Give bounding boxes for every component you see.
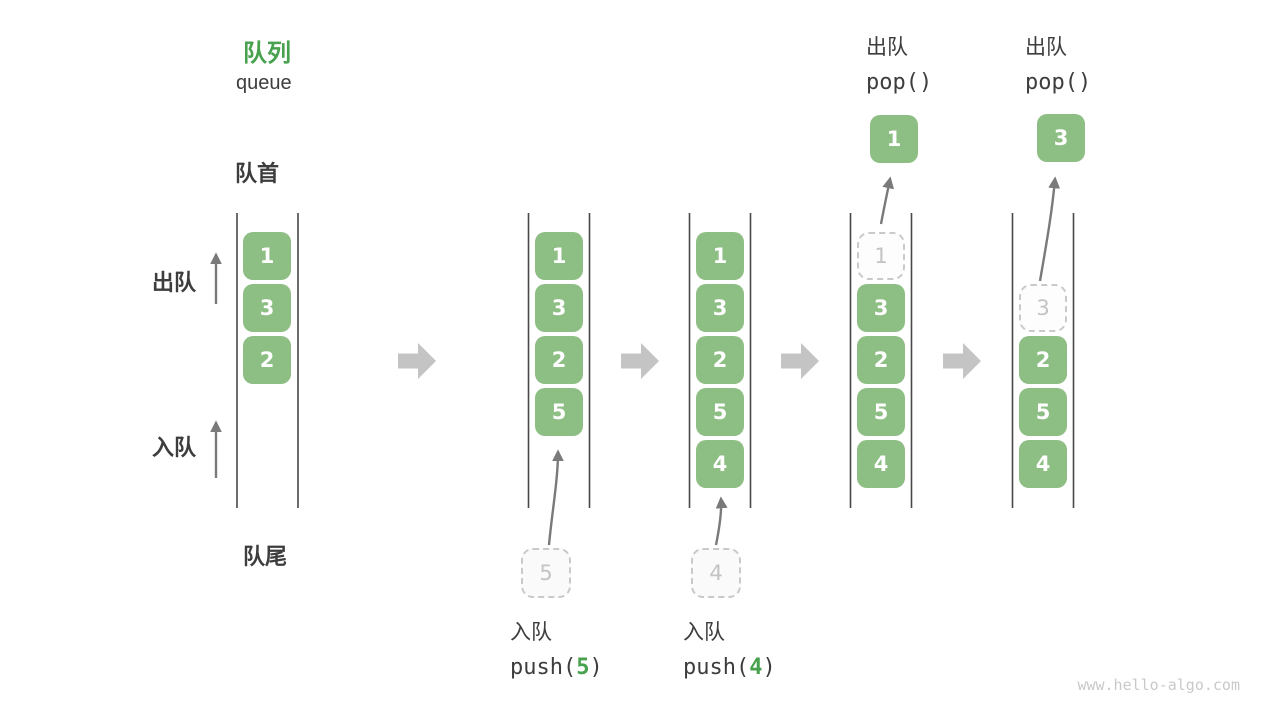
op-name-zh: 出队	[1025, 36, 1067, 59]
op-arg: 4	[749, 655, 763, 680]
label-enqueue-direction: 入队	[152, 435, 197, 460]
op-fn: push(	[683, 655, 750, 680]
enqueue-flow-arrow-icon	[714, 496, 728, 546]
queue-element: 3	[696, 284, 744, 332]
queue-element: 2	[857, 336, 905, 384]
queue-wall-lines	[236, 213, 1075, 508]
op-fn: push(	[510, 655, 577, 680]
dequeue-flow-arrow-icon	[1038, 176, 1061, 282]
step-arrow-right-icon	[621, 343, 659, 379]
queue-element: 4	[696, 440, 744, 488]
label-queue-rear: 队尾	[243, 544, 288, 569]
queue-element: 5	[857, 388, 905, 436]
step-arrow-right-icon	[781, 343, 819, 379]
diagram-title-zh: 队列	[243, 40, 291, 67]
queue-element: 5	[535, 388, 583, 436]
op-name-zh: 入队	[510, 621, 552, 644]
queue-element: 2	[243, 336, 291, 384]
popped-element: 1	[870, 115, 918, 163]
flow-arrows	[210, 176, 1061, 546]
queue-element: 1	[535, 232, 583, 280]
queue-element: 3	[857, 284, 905, 332]
op-label-pop-1: 出队 pop()	[866, 31, 932, 95]
queue-element: 1	[243, 232, 291, 280]
op-close: )	[762, 655, 776, 680]
popped-element: 3	[1037, 114, 1085, 162]
queue-element: 2	[696, 336, 744, 384]
queue-element: 2	[535, 336, 583, 384]
queue-element: 3	[243, 284, 291, 332]
op-arg: 5	[576, 655, 590, 680]
enqueue-flow-arrow-icon	[547, 449, 564, 546]
op-name-zh: 出队	[866, 36, 908, 59]
step-arrow-right-icon	[398, 343, 436, 379]
op-code: push(4)	[683, 655, 776, 680]
queue-element: 4	[857, 440, 905, 488]
queue-element-ghost: 1	[857, 232, 905, 280]
label-dequeue-direction: 出队	[152, 270, 197, 295]
staged-element: 4	[691, 548, 741, 598]
op-code: pop()	[866, 70, 933, 95]
queue-element: 5	[1019, 388, 1067, 436]
queue-element-ghost: 3	[1019, 284, 1067, 332]
label-queue-front: 队首	[235, 161, 280, 186]
op-label-pop-3: 出队 pop()	[1025, 31, 1091, 95]
queue-element: 3	[535, 284, 583, 332]
dequeue-flow-arrow-icon	[879, 176, 895, 225]
op-close: )	[589, 655, 603, 680]
op-label-push-4: 入队 push(4)	[683, 616, 776, 680]
op-name-zh: 入队	[683, 621, 725, 644]
step-arrow-right-icon	[943, 343, 981, 379]
staged-element: 5	[521, 548, 571, 598]
queue-element: 4	[1019, 440, 1067, 488]
op-code: pop()	[1025, 70, 1092, 95]
op-label-push-5: 入队 push(5)	[510, 616, 603, 680]
queue-element: 2	[1019, 336, 1067, 384]
queue-element: 5	[696, 388, 744, 436]
site-watermark: www.hello-algo.com	[1077, 676, 1240, 694]
diagram-title-en: queue	[236, 72, 292, 94]
op-code: push(5)	[510, 655, 603, 680]
queue-element: 1	[696, 232, 744, 280]
